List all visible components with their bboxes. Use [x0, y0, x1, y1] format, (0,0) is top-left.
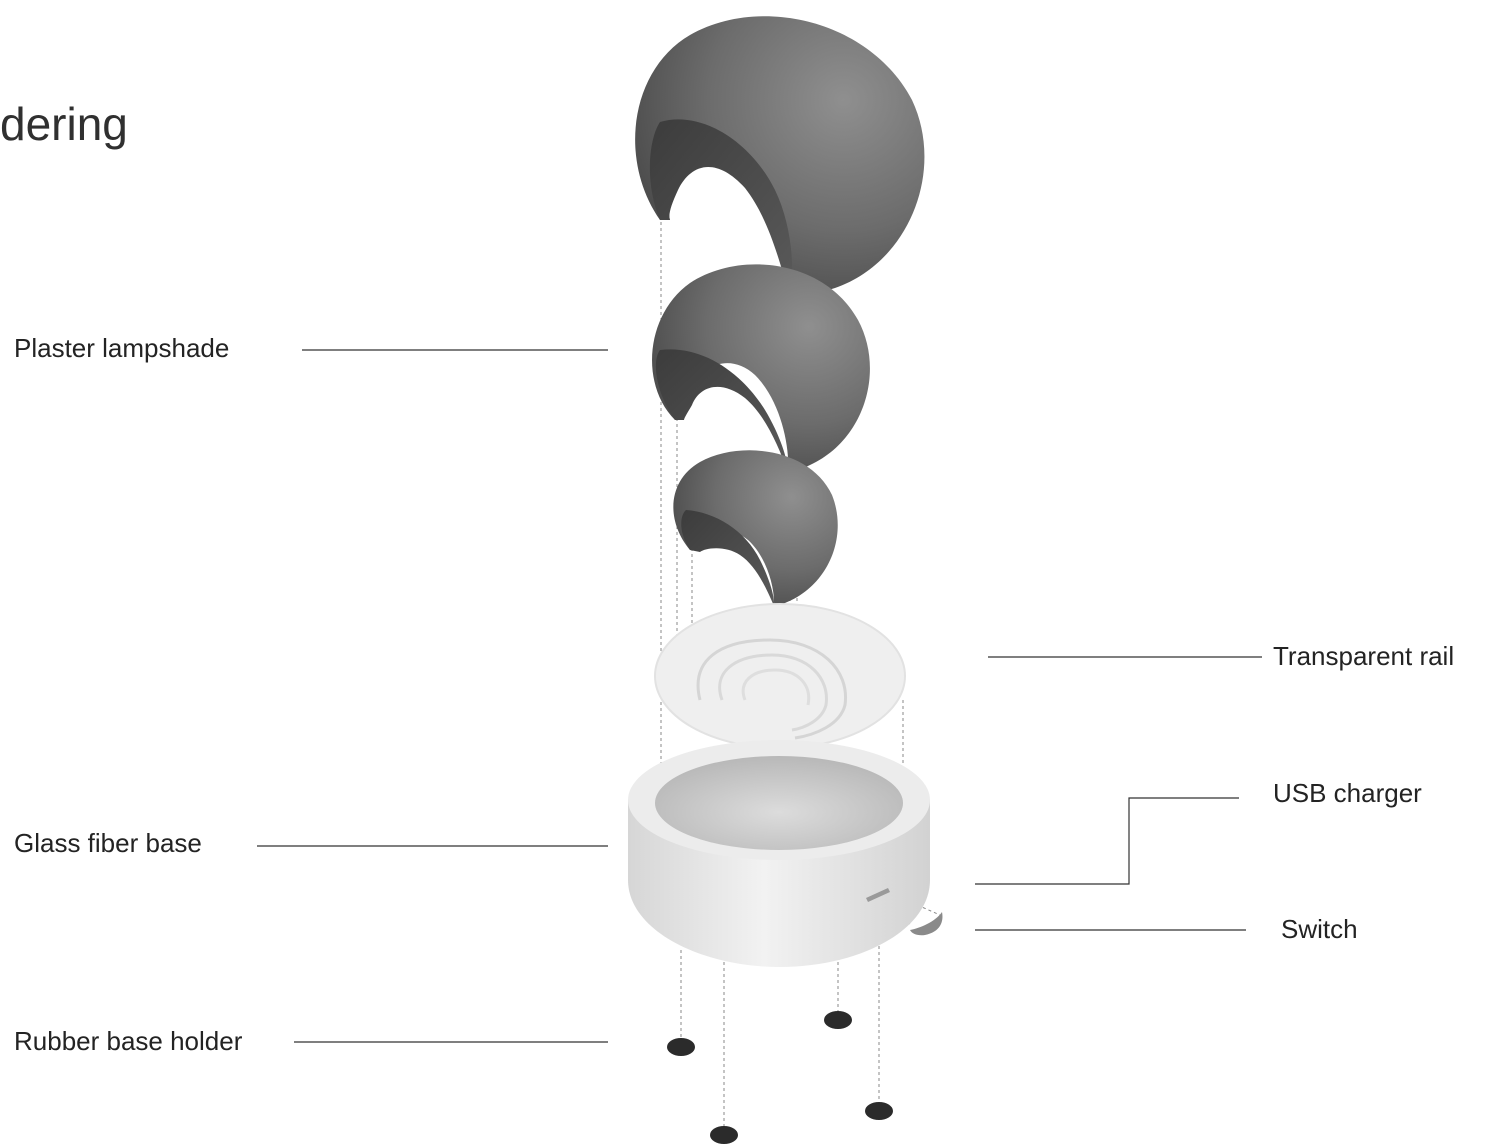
- label-rubber-base-holder: Rubber base holder: [14, 1026, 243, 1056]
- medium-lampshade-shell: [652, 264, 870, 472]
- label-usb-charger: USB charger: [1273, 778, 1422, 808]
- transparent-rail-disc: [654, 603, 906, 749]
- leader-line-usb: [975, 797, 1239, 885]
- rubber-foot: [824, 1011, 852, 1029]
- rubber-foot: [865, 1102, 893, 1120]
- rubber-foot: [667, 1038, 695, 1056]
- label-plaster-lampshade: Plaster lampshade: [14, 333, 230, 363]
- label-transparent-rail: Transparent rail: [1273, 641, 1455, 671]
- label-switch: Switch: [1281, 914, 1358, 944]
- large-lampshade-shell: [635, 16, 925, 296]
- page-title: dering: [0, 98, 128, 150]
- rubber-foot: [710, 1126, 738, 1144]
- glass-fiber-base: [628, 740, 943, 967]
- leader-lines: [257, 349, 1262, 1043]
- small-lampshade-shell: [673, 450, 838, 606]
- rubber-feet: [667, 1011, 893, 1144]
- label-glass-fiber-base: Glass fiber base: [14, 828, 202, 858]
